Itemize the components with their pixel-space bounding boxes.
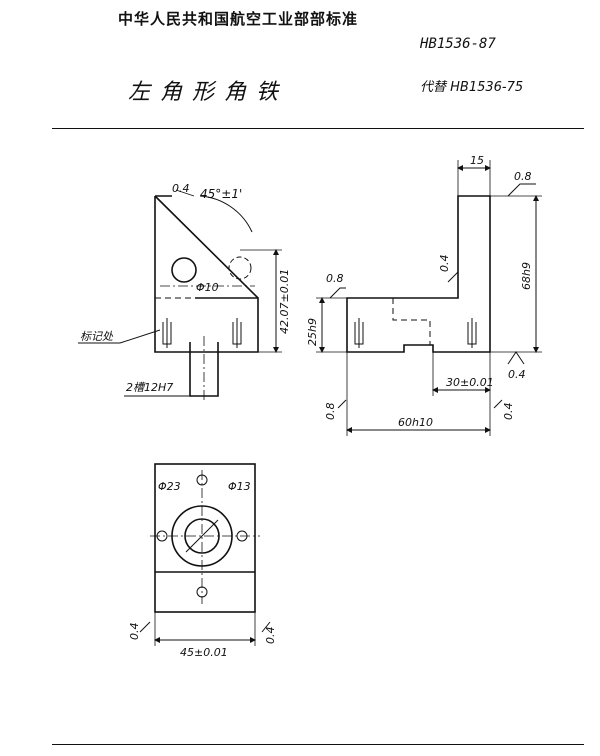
slot-note: 2槽12H7: [126, 381, 173, 394]
side-screw-right: [467, 318, 477, 348]
finish-top-label: 0.8: [514, 170, 532, 183]
finish-vertical-label: 0.4: [438, 255, 451, 273]
top-view-outline: [154, 463, 256, 613]
side-screw-left: [354, 318, 364, 348]
front-outline: [154, 196, 259, 353]
callout-leader: [119, 329, 161, 344]
hole-diameter-label: Φ10: [196, 281, 219, 294]
inner-diameter-label: Φ13: [228, 480, 251, 493]
top-finish-left-label: 0.4: [128, 623, 141, 641]
top-screw-right: [236, 530, 248, 542]
side-hidden-slot: [392, 298, 431, 345]
top-view: [139, 463, 271, 646]
finish-bottom-left-label: 0.8: [324, 403, 337, 421]
angle-note: 45°±1': [200, 187, 242, 201]
document-title: 左角形角铁: [128, 80, 289, 105]
top-screw-bottom: [196, 586, 208, 598]
width-dim-label: 60h10: [398, 416, 433, 429]
callout-label: 标记处: [80, 330, 114, 343]
top-width-label: 15: [470, 154, 484, 167]
side-outline: [346, 195, 491, 353]
header-divider: [52, 128, 584, 129]
top-screw-top: [196, 474, 208, 486]
front-diagonal-edge: [154, 195, 259, 299]
top-screw-left: [156, 530, 168, 542]
front-screw-left: [162, 318, 172, 348]
organization-header: 中华人民共和国航空工业部部标准: [118, 10, 359, 28]
left-height-label: 25h9: [306, 318, 319, 346]
finish-left-label: 0.8: [326, 272, 344, 285]
top-finish-right-label: 0.4: [264, 627, 277, 645]
footer-divider: [52, 744, 584, 745]
replaces-note: 代替 HB1536-75: [420, 80, 524, 95]
offset-dim-label: 30±0.01: [446, 376, 494, 389]
top-width-label-text: 45±0.01: [180, 646, 228, 659]
chamfer-note: 0.4: [172, 182, 190, 195]
front-hole: [171, 257, 197, 283]
front-hidden-hole: [228, 256, 252, 280]
outer-diameter-label: Φ23: [158, 480, 181, 493]
front-height-label: 42.07±0.01: [278, 269, 291, 334]
angle-arc: [199, 195, 253, 233]
front-screw-right: [232, 318, 242, 348]
total-height-label: 68h9: [520, 262, 533, 290]
finish-bottom-right-label: 0.4: [502, 403, 515, 421]
front-view: [78, 189, 282, 400]
finish-right-label: 0.4: [508, 368, 526, 381]
standard-number: HB1536-87: [420, 36, 496, 52]
side-view: [316, 160, 542, 436]
